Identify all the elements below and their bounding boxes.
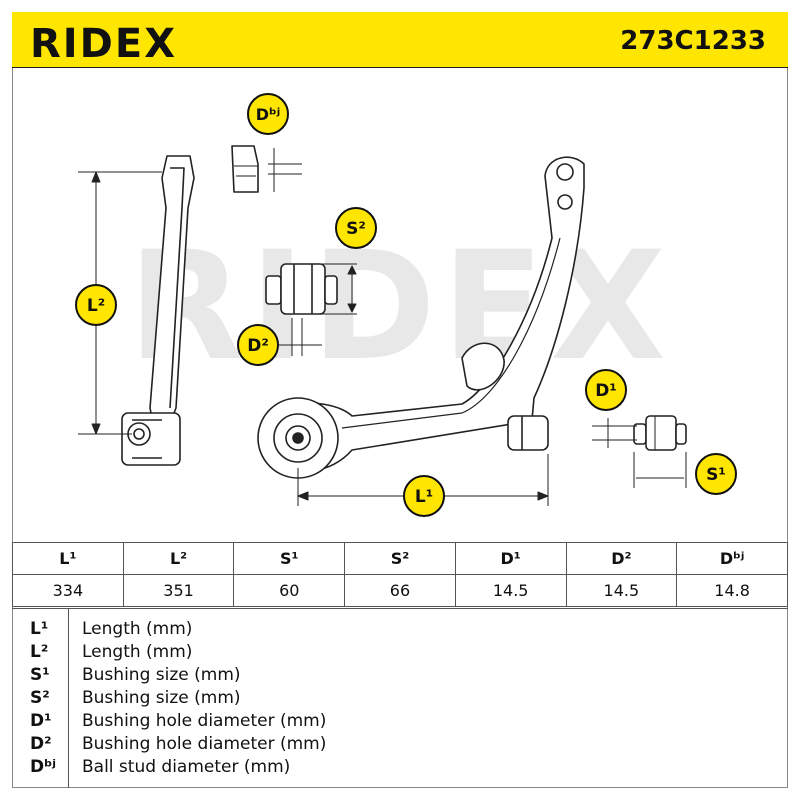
- legend-symbol: Dᵇʲ: [30, 757, 56, 777]
- callout-d1: D¹: [585, 369, 627, 411]
- s2-bushing-detail: [265, 263, 357, 356]
- legend-item: S² Bushing size (mm): [12, 688, 788, 710]
- spec-value-s1: 60: [233, 574, 346, 607]
- spec-header-d2: D²: [565, 542, 678, 575]
- legend-item: L² Length (mm): [12, 642, 788, 664]
- spec-header-s1: S¹: [233, 542, 346, 575]
- callout-l2-label: L²: [87, 296, 105, 316]
- spec-header-d1: D¹: [454, 542, 567, 575]
- legend-description: Bushing hole diameter (mm): [82, 711, 327, 731]
- callout-d2: D²: [237, 324, 279, 366]
- callout-s2: S²: [335, 207, 377, 249]
- spec-value-l2: 351: [122, 574, 235, 607]
- callout-l1: L¹: [403, 475, 445, 517]
- callout-s2-label: S²: [346, 219, 366, 239]
- spec-value-d1: 14.5: [454, 574, 567, 607]
- legend-item: D² Bushing hole diameter (mm): [12, 734, 788, 756]
- spec-header-dbj: Dᵇʲ: [676, 542, 788, 575]
- callout-d2-label: D²: [247, 336, 269, 356]
- spec-value-dbj: 14.8: [676, 574, 788, 607]
- callout-d1-label: D¹: [595, 381, 617, 401]
- legend-divider: [68, 609, 69, 788]
- legend-description: Length (mm): [82, 642, 193, 662]
- legend-symbol: D¹: [30, 711, 52, 731]
- s1-bushing-detail: [592, 415, 687, 488]
- callout-s1: S¹: [695, 453, 737, 495]
- callout-l1-label: L¹: [415, 487, 433, 507]
- legend-description: Bushing hole diameter (mm): [82, 734, 327, 754]
- brand-logo: RIDEX: [30, 21, 178, 67]
- ball-stud-detail: [231, 145, 302, 193]
- legend-item: Dᵇʲ Ball stud diameter (mm): [12, 757, 788, 779]
- technical-diagram: RIDEX: [75, 93, 737, 517]
- straight-control-arm: [121, 155, 195, 466]
- spec-header-l2: L²: [122, 542, 235, 575]
- spec-table: L¹ L² S¹ S² D¹ D² Dᵇʲ 334 351 60 66 14.5…: [12, 542, 788, 607]
- legend-symbol: L¹: [30, 619, 49, 639]
- legend-description: Bushing size (mm): [82, 665, 241, 685]
- spec-value-d2: 14.5: [565, 574, 678, 607]
- legend-symbol: S²: [30, 688, 50, 708]
- legend-item: D¹ Bushing hole diameter (mm): [12, 711, 788, 733]
- legend-symbol: L²: [30, 642, 49, 662]
- callout-l2: L²: [75, 284, 117, 326]
- callout-s1-label: S¹: [706, 465, 726, 485]
- part-number: 273C1233: [620, 26, 766, 56]
- legend-description: Ball stud diameter (mm): [82, 757, 291, 777]
- spec-table-value-row: 334 351 60 66 14.5 14.5 14.8: [12, 574, 788, 607]
- legend-item: L¹ Length (mm): [12, 619, 788, 641]
- legend-description: Length (mm): [82, 619, 193, 639]
- legend-symbol: D²: [30, 734, 52, 754]
- spec-header-l1: L¹: [12, 542, 124, 575]
- legend-item: S¹ Bushing size (mm): [12, 665, 788, 687]
- wishbone-control-arm: [257, 156, 585, 479]
- spec-header-s2: S²: [344, 542, 456, 575]
- legend: L¹ Length (mm) L² Length (mm) S¹ Bushing…: [12, 608, 788, 788]
- callout-dbj-label: Dᵇʲ: [256, 105, 280, 124]
- legend-description: Bushing size (mm): [82, 688, 241, 708]
- spec-value-l1: 334: [12, 574, 124, 607]
- legend-symbol: S¹: [30, 665, 50, 685]
- header-bar: RIDEX 273C1233: [12, 12, 788, 68]
- callout-dbj: Dᵇʲ: [247, 93, 289, 135]
- watermark-text: RIDEX: [128, 220, 672, 394]
- spec-table-header-row: L¹ L² S¹ S² D¹ D² Dᵇʲ: [12, 542, 788, 575]
- spec-value-s2: 66: [344, 574, 456, 607]
